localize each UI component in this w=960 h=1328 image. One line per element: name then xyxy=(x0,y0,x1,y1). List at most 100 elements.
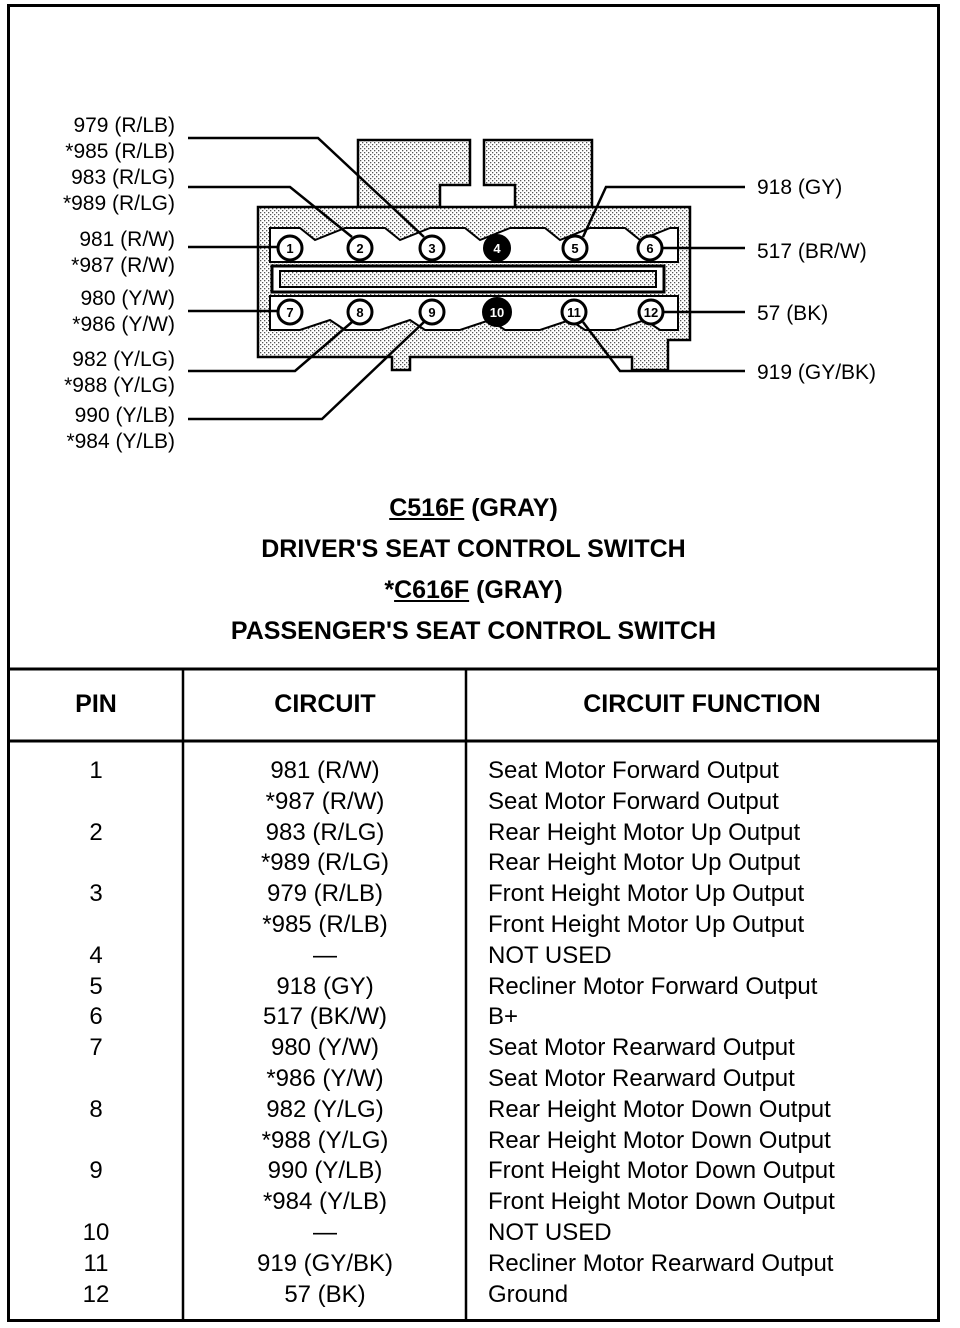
function-cell: Recliner Motor Rearward Output xyxy=(488,1249,834,1277)
circuit-cell: 980 (Y/W) xyxy=(270,1034,380,1062)
svg-text:12: 12 xyxy=(644,305,658,320)
circuit-cell: *987 (R/W) xyxy=(265,787,385,815)
right-wire-labels: 918 (GY) 517 (BR/W) 57 (BK) 919 (GY/BK) xyxy=(757,176,876,384)
function-cell: Rear Height Motor Up Output xyxy=(488,849,801,877)
function-cell: Seat Motor Forward Output xyxy=(488,757,779,784)
pin-5: 5 xyxy=(561,234,589,262)
pin-cell: 12 xyxy=(82,1280,110,1308)
leader-lines xyxy=(188,136,745,421)
wire-label-517: 517 (BR/W) xyxy=(757,240,867,263)
diagram-caption: C516F (GRAY) DRIVER'S SEAT CONTROL SWITC… xyxy=(7,488,940,652)
connector-1-line: C516F (GRAY) xyxy=(7,488,940,529)
connector-1-title: DRIVER'S SEAT CONTROL SWITCH xyxy=(261,535,686,563)
pins-top-row: 1 2 3 4 5 6 xyxy=(276,234,664,262)
wire-label-980: 980 (Y/W) xyxy=(80,287,175,310)
svg-text:11: 11 xyxy=(567,305,581,320)
wire-label-987: *987 (R/W) xyxy=(71,254,175,277)
svg-text:5: 5 xyxy=(571,241,578,256)
circuit-cell: *988 (Y/LG) xyxy=(261,1126,389,1154)
pin-cell: 11 xyxy=(83,1249,109,1277)
pin-cell: 9 xyxy=(89,1157,103,1185)
svg-text:9: 9 xyxy=(428,305,435,320)
connector-2-id: C616F xyxy=(394,576,470,604)
leader-line-pin-9 xyxy=(188,321,425,421)
pin-cell xyxy=(10,1187,182,1218)
svg-text:6: 6 xyxy=(646,241,653,256)
svg-text:1: 1 xyxy=(286,241,293,256)
pin-9: 9 xyxy=(418,298,446,326)
header-function: CIRCUIT FUNCTION xyxy=(583,690,821,718)
pin-7: 7 xyxy=(276,298,304,326)
function-cell: Front Height Motor Up Output xyxy=(488,880,805,908)
circuit-cell: — xyxy=(313,941,337,969)
circuit-cell: *985 (R/LB) xyxy=(262,910,388,938)
wire-label-988: *988 (Y/LG) xyxy=(64,374,175,397)
circuit-cell: 979 (R/LB) xyxy=(266,880,384,908)
wire-label-989: *989 (R/LG) xyxy=(63,192,175,215)
pin-3: 3 xyxy=(418,234,446,262)
circuit-cell: 990 (Y/LB) xyxy=(267,1157,383,1185)
connector-2-line: *C616F (GRAY) xyxy=(7,570,940,611)
function-cell: Seat Motor Rearward Output xyxy=(488,1034,795,1062)
pin-cell: 8 xyxy=(89,1095,103,1123)
pin-10: 10 xyxy=(482,297,512,327)
pin-11: 11 xyxy=(560,298,588,326)
wire-label-57: 57 (BK) xyxy=(757,302,828,325)
circuit-cell: *989 (R/LG) xyxy=(260,849,390,877)
wire-label-981: 981 (R/W) xyxy=(79,228,175,251)
circuit-cell: 57 (BK) xyxy=(284,1280,366,1308)
connector-1-color: (GRAY) xyxy=(464,494,558,522)
wire-label-979: 979 (R/LB) xyxy=(73,114,175,137)
pin-cell: 7 xyxy=(89,1034,103,1062)
circuit-cell: 517 (BK/W) xyxy=(262,1003,388,1031)
pin-cell: 2 xyxy=(89,818,103,846)
svg-text:8: 8 xyxy=(356,305,363,320)
table-grid xyxy=(7,667,940,1322)
wire-label-919: 919 (GY/BK) xyxy=(757,361,876,384)
pin-cell: 10 xyxy=(82,1218,110,1246)
connector-1-id: C516F xyxy=(389,494,465,522)
function-cell: Front Height Motor Down Output xyxy=(488,1157,835,1185)
function-cell: Front Height Motor Up Output xyxy=(488,910,805,938)
connector-2-title: PASSENGER'S SEAT CONTROL SWITCH xyxy=(230,617,717,645)
pin-2: 2 xyxy=(346,234,374,262)
circuit-cell: *984 (Y/LB) xyxy=(262,1188,388,1216)
pin-12: 12 xyxy=(637,298,665,326)
diagram-frame xyxy=(7,4,940,1322)
circuit-cell: — xyxy=(313,1218,337,1246)
pin-cell xyxy=(10,787,182,818)
wire-label-990: 990 (Y/LB) xyxy=(75,404,175,427)
connector-2-color: (GRAY) xyxy=(469,576,563,604)
pin-6: 6 xyxy=(636,234,664,262)
pin-8: 8 xyxy=(346,298,374,326)
circuit-cell: 981 (R/W) xyxy=(270,757,380,784)
svg-text:4: 4 xyxy=(493,241,501,256)
pin-cell xyxy=(10,848,182,879)
header-circuit: CIRCUIT xyxy=(274,690,376,718)
function-cell: Front Height Motor Down Output xyxy=(488,1188,835,1216)
pin-cell xyxy=(10,910,182,941)
function-cell: Recliner Motor Forward Output xyxy=(488,972,818,1000)
leader-line-pin-8 xyxy=(188,321,353,373)
circuit-cell: 918 (GY) xyxy=(276,972,374,1000)
pin-1: 1 xyxy=(276,234,304,262)
function-cell: NOT USED xyxy=(488,1218,612,1246)
circuit-column: 981 (R/W)*987 (R/W)983 (R/LG)*989 (R/LG)… xyxy=(185,756,465,1310)
leader-line-pin-3 xyxy=(188,136,425,238)
leader-line-pin-11 xyxy=(582,321,745,373)
function-cell: NOT USED xyxy=(488,941,612,969)
pins-bottom-row: 7 8 9 10 11 12 xyxy=(276,297,665,327)
wire-label-918: 918 (GY) xyxy=(757,176,842,199)
function-cell: Seat Motor Forward Output xyxy=(488,787,779,815)
function-cell: Seat Motor Rearward Output xyxy=(488,1064,795,1092)
wire-label-985: *985 (R/LB) xyxy=(65,140,175,163)
leader-line-pin-2 xyxy=(188,185,353,238)
function-cell: Rear Height Motor Up Output xyxy=(488,818,801,846)
function-cell: Rear Height Motor Down Output xyxy=(488,1095,831,1123)
connector-2-prefix: * xyxy=(384,576,395,604)
circuit-cell: 919 (GY/BK) xyxy=(256,1249,394,1277)
pin-cell: 4 xyxy=(89,941,103,969)
pin-cell: 6 xyxy=(89,1003,103,1031)
